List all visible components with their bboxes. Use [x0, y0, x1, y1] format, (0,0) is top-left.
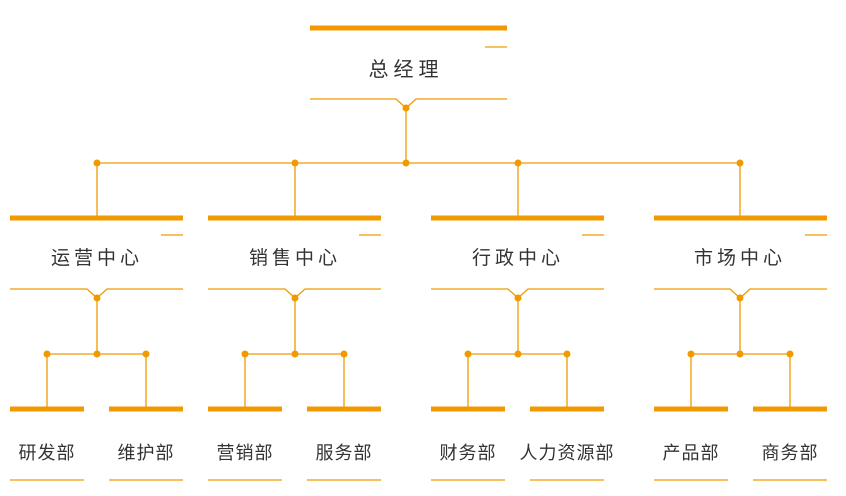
center-connector-dot: [736, 294, 744, 302]
dept-label-finance: 财务部: [439, 443, 497, 464]
ceo-connector-dot: [402, 104, 410, 112]
dept-label-hr: 人力资源部: [519, 443, 615, 464]
dept-label-maintenance: 维护部: [117, 443, 175, 464]
dept-label-business: 商务部: [761, 443, 819, 464]
center-label-sales: 销售中心: [248, 247, 342, 269]
sub-bus-junction-dot: [514, 350, 522, 358]
sub-bus-junction-dot: [93, 350, 101, 358]
ceo-label: 总经理: [368, 57, 444, 81]
bus-junction-dot: [402, 159, 410, 167]
dept-label-product: 产品部: [662, 443, 720, 464]
center-connector-dot: [93, 294, 101, 302]
dept-label-service: 服务部: [315, 443, 373, 464]
center-label-operations: 运营中心: [50, 247, 144, 269]
sub-bus-junction-dot: [736, 350, 744, 358]
center-label-market: 市场中心: [693, 247, 787, 269]
sub-bus-junction-dot: [291, 350, 299, 358]
dept-label-rd: 研发部: [18, 443, 76, 464]
center-connector-dot: [514, 294, 522, 302]
center-label-admin: 行政中心: [471, 247, 565, 269]
dept-label-marketing: 营销部: [216, 443, 274, 464]
center-connector-dot: [291, 294, 299, 302]
